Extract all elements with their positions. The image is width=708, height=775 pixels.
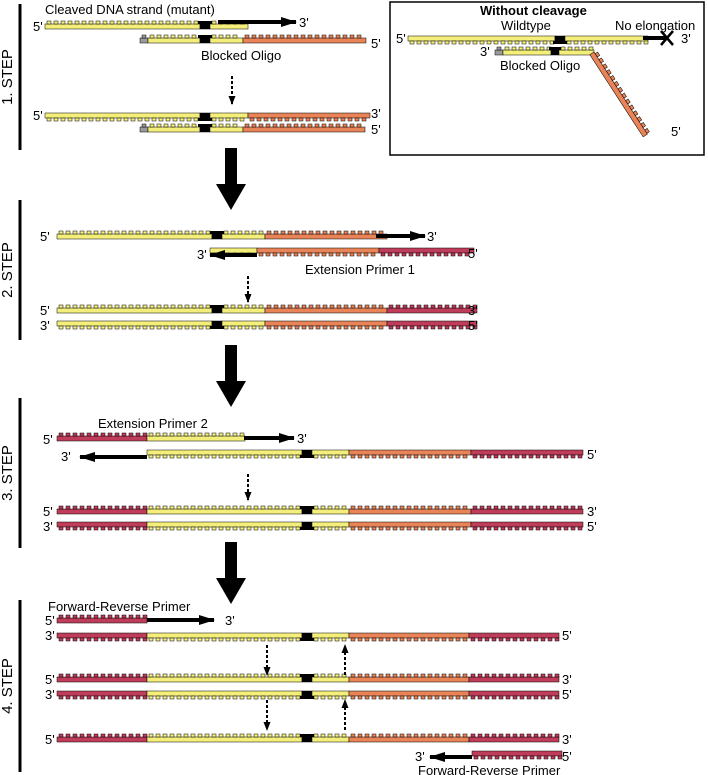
end-5-s4a-top: 5': [45, 613, 55, 628]
big-down-arrow-3: [216, 542, 246, 604]
extension-primer-1-label: Extension Primer 1: [305, 262, 415, 277]
end-3-inset-oligo: 3': [480, 44, 490, 59]
inset-blocked-oligo-strand: [494, 46, 595, 56]
inset-wildtype-label: Wildtype: [501, 18, 551, 33]
end-3-s4c-bottom: 3': [415, 749, 425, 764]
forward-reverse-primer-top-label: Forward-Reverse Primer: [48, 599, 191, 614]
dotted-arrows: [228, 76, 349, 731]
end-5-s1a-top: 5': [33, 19, 43, 34]
end-3-s4a-bottom: 3': [45, 628, 55, 643]
end-5-s4b-bottom: 5': [562, 687, 572, 702]
end-3-s1b-top: 3': [371, 106, 381, 121]
end-5-s4b-top: 5': [45, 672, 55, 687]
step4-double-upper: [56, 673, 560, 683]
end-5-s1b-top: 5': [33, 108, 43, 123]
end-3-s3a-top: 3': [297, 431, 307, 446]
big-down-arrow-2: [216, 345, 246, 407]
step-2-label: 2. STEP: [0, 242, 16, 298]
step3-double-lower: [56, 521, 584, 531]
inset-wildtype-strand: [407, 35, 649, 45]
end-5-s3b-top: 5': [43, 504, 53, 519]
step3-upper-strand: [56, 432, 246, 442]
blocked-oligo-label: Blocked Oligo: [201, 48, 281, 63]
end-5-s4c-top: 5': [45, 732, 55, 747]
end-5-s2b-top: 5': [40, 303, 50, 318]
end-3-s2b-bottom: 3': [40, 318, 50, 333]
step-1-label: 1. STEP: [0, 49, 16, 105]
inset-branch-strand: [589, 51, 650, 138]
step-4-label-group: 4. STEP: [0, 600, 22, 772]
inset-blocked-oligo-label: Blocked Oligo: [500, 58, 580, 73]
inset-no-elongation-label: No elongation: [615, 18, 695, 33]
end-5-inset-top: 5': [396, 31, 406, 46]
forward-reverse-primer-bottom-label: Forward-Reverse Primer: [418, 763, 561, 775]
end-3-s2a-top: 3': [427, 229, 437, 244]
step1-cleaved-strand: [44, 20, 249, 30]
end-5-inset-branch: 5': [671, 124, 681, 139]
end-5-s4a-bottom: 5': [562, 628, 572, 643]
end-5-s3b-bottom: 5': [587, 519, 597, 534]
end-3-s3b-bottom: 3': [43, 519, 53, 534]
big-down-arrow-1: [216, 148, 246, 210]
end-5-s2a-bottom: 5': [468, 246, 478, 261]
step4-template-strand-2: [56, 733, 560, 743]
step2-upper-strand: [56, 230, 388, 240]
end-3-inset-top: 3': [681, 31, 691, 46]
end-5-s3a-bottom: 5': [587, 447, 597, 462]
end-3-s4c-top: 3': [562, 732, 572, 747]
inset-box: [389, 1, 705, 156]
end-5-s2a-top: 5': [40, 229, 50, 244]
end-3-s3a-bottom: 3': [61, 449, 71, 464]
transition-arrows: [216, 148, 246, 604]
end-3-s2a-bottom: 3': [197, 247, 207, 262]
end-5-s4c-bottom: 5': [562, 749, 572, 764]
labels: Cleaved DNA strand (mutant) Blocked Olig…: [45, 2, 695, 775]
no-elongation-x: [660, 30, 674, 46]
step2-double-lower: [56, 320, 478, 330]
step-2-label-group: 2. STEP: [0, 200, 22, 340]
step4-reverse-primer-strand: [471, 750, 563, 760]
end-5-s3a-top: 5': [43, 432, 53, 447]
step1-extended-strand: [44, 112, 371, 122]
step2-double-upper: [56, 304, 478, 314]
step4-double-lower: [56, 690, 560, 700]
extension-primer-2-label: Extension Primer 2: [98, 416, 208, 431]
elongation-arrows: [79, 17, 666, 762]
end-5-s1a-bottom: 5': [371, 36, 381, 51]
end-3-s3b-top: 3': [587, 504, 597, 519]
step-1-label-group: 1. STEP: [0, 4, 22, 150]
step1-template-strand: [139, 123, 366, 133]
strand-layer: [44, 20, 650, 760]
step3-lower-strand: [146, 449, 584, 459]
end-3-s1a-top: 3': [299, 15, 309, 30]
step3-double-upper: [56, 505, 584, 515]
cleaved-strand-label: Cleaved DNA strand (mutant): [45, 2, 215, 17]
step-4-label: 4. STEP: [0, 658, 16, 714]
step4-primer-strand: [56, 614, 148, 624]
end-3-s4a-top: 3': [225, 613, 235, 628]
step-3-label-group: 3. STEP: [0, 398, 22, 548]
step1-blocked-oligo-strand: [139, 34, 367, 44]
end-3-s4b-bottom: 3': [45, 687, 55, 702]
end-3-s2b-top: 3': [468, 303, 478, 318]
end-3-s4b-top: 3': [562, 672, 572, 687]
end-5-s2b-bottom: 5': [468, 318, 478, 333]
step-3-label: 3. STEP: [0, 445, 16, 501]
inset-title: Without cleavage: [480, 3, 587, 18]
end-labels: 5' 3' 5' 5' 3' 5' 5' 3' 3' 5' 5' 3' 3' 5…: [33, 15, 691, 764]
step4-template-strand-1: [56, 632, 560, 642]
end-5-s1b-bottom: 5': [371, 122, 381, 137]
